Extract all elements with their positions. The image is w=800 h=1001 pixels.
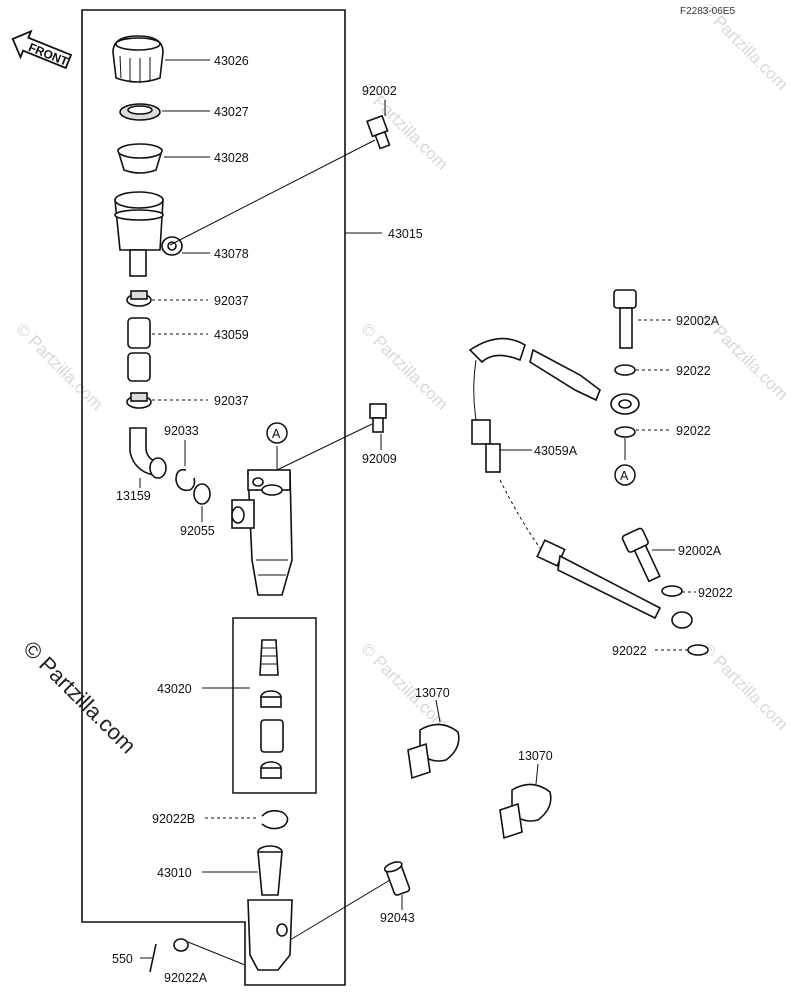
part-label: 43059 — [214, 328, 249, 342]
master-cylinder-body-icon — [231, 469, 293, 596]
part-label: 92022 — [676, 424, 711, 438]
reservoir-hose-icon — [127, 317, 151, 382]
watermark-text-large: © Partzilla.com — [18, 636, 141, 759]
part-labels: 43026 43027 43028 43078 92002 43015 9203… — [112, 54, 733, 985]
svg-text:A: A — [272, 427, 281, 441]
part-label: 92009 — [362, 452, 397, 466]
svg-text:A: A — [620, 469, 629, 483]
banjo-bolt-icon — [366, 114, 391, 150]
watermark-text: © Partzilla.com — [697, 639, 791, 733]
clevis-pin-icon — [383, 861, 411, 896]
part-label: 92037 — [214, 294, 249, 308]
watermark-text: © Partzilla.com — [357, 319, 451, 413]
front-label: FRONT — [26, 40, 70, 69]
part-label: 43027 — [214, 105, 249, 119]
push-rod-icon — [247, 845, 293, 971]
primary-cup-icon — [260, 690, 282, 708]
part-label: 92002A — [676, 314, 720, 328]
mounting-bolt-icon — [369, 403, 387, 433]
reservoir-tank-icon — [114, 191, 183, 277]
part-label: 92022A — [164, 971, 208, 985]
brake-hose-icon — [468, 337, 693, 629]
part-label: 43020 — [157, 682, 192, 696]
part-label: 92022 — [612, 644, 647, 658]
piston-icon — [260, 719, 284, 753]
part-label: 92033 — [164, 424, 199, 438]
banjo-bolt-icon — [621, 527, 661, 583]
part-label: 92022 — [676, 364, 711, 378]
hose-clamp-icon — [126, 392, 152, 409]
drawing-code: F2283-06E5 — [680, 6, 735, 17]
part-label: 13070 — [415, 686, 450, 700]
hose-clamp-icon — [126, 290, 152, 307]
part-label: 92022 — [698, 586, 733, 600]
o-ring-icon — [193, 483, 211, 505]
reference-marker-a: A — [266, 422, 288, 444]
hose-guide-clamp-icon — [407, 723, 460, 780]
part-label: 92002A — [678, 544, 722, 558]
reference-marker-a: A — [614, 464, 636, 486]
elbow-fitting-icon — [129, 427, 167, 479]
part-label: 92002 — [362, 84, 397, 98]
part-label: 43015 — [388, 227, 423, 241]
piston-spring-icon — [259, 639, 279, 676]
diaphragm-plate-icon — [119, 103, 161, 121]
assembly-outline — [81, 9, 346, 986]
part-label: 13159 — [116, 489, 151, 503]
circlip-icon — [175, 468, 196, 492]
part-label: 43028 — [214, 151, 249, 165]
sealing-washer-icon — [614, 364, 636, 376]
secondary-cup-icon — [260, 761, 282, 779]
banjo-bolt-icon — [613, 289, 637, 349]
part-label: 43026 — [214, 54, 249, 68]
sealing-washer-icon — [687, 644, 709, 656]
cotter-pin-icon — [149, 943, 157, 973]
reservoir-cap-icon — [112, 35, 164, 83]
sealing-washer-icon — [661, 585, 683, 597]
part-label: 13070 — [518, 749, 553, 763]
front-arrow: FRONT — [11, 29, 73, 70]
washer-icon — [173, 938, 189, 952]
part-label: 43059A — [534, 444, 578, 458]
part-label: 92055 — [180, 524, 215, 538]
sealing-washer-icon — [614, 426, 636, 438]
part-label: 92037 — [214, 394, 249, 408]
part-label: 550 — [112, 952, 133, 966]
part-label: 43078 — [214, 247, 249, 261]
watermark-text: © Partzilla.com — [12, 319, 106, 413]
piston-kit-outline — [232, 617, 317, 794]
part-label: 43010 — [157, 866, 192, 880]
hose-guide-clamp-icon — [499, 783, 552, 840]
leader-lines — [139, 59, 696, 966]
snap-ring-icon — [261, 809, 289, 830]
part-label: 92043 — [380, 911, 415, 925]
part-label: 92022B — [152, 812, 195, 826]
diaphragm-icon — [117, 143, 163, 174]
